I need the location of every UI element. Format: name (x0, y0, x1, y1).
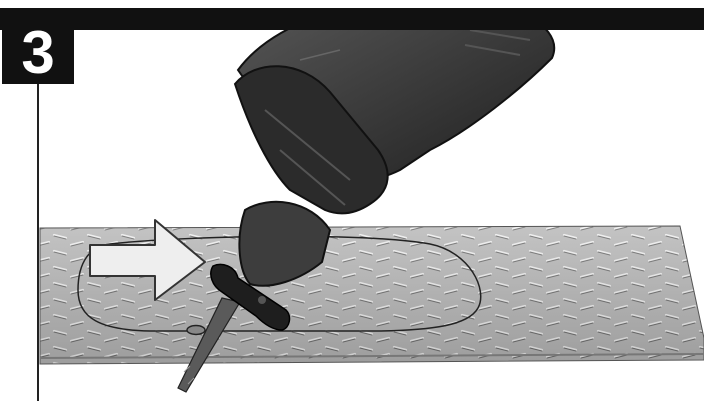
left-rule (37, 84, 39, 401)
plunge-hole (187, 326, 205, 335)
step-number-badge: 3 (2, 22, 74, 84)
header-bar (0, 8, 704, 30)
